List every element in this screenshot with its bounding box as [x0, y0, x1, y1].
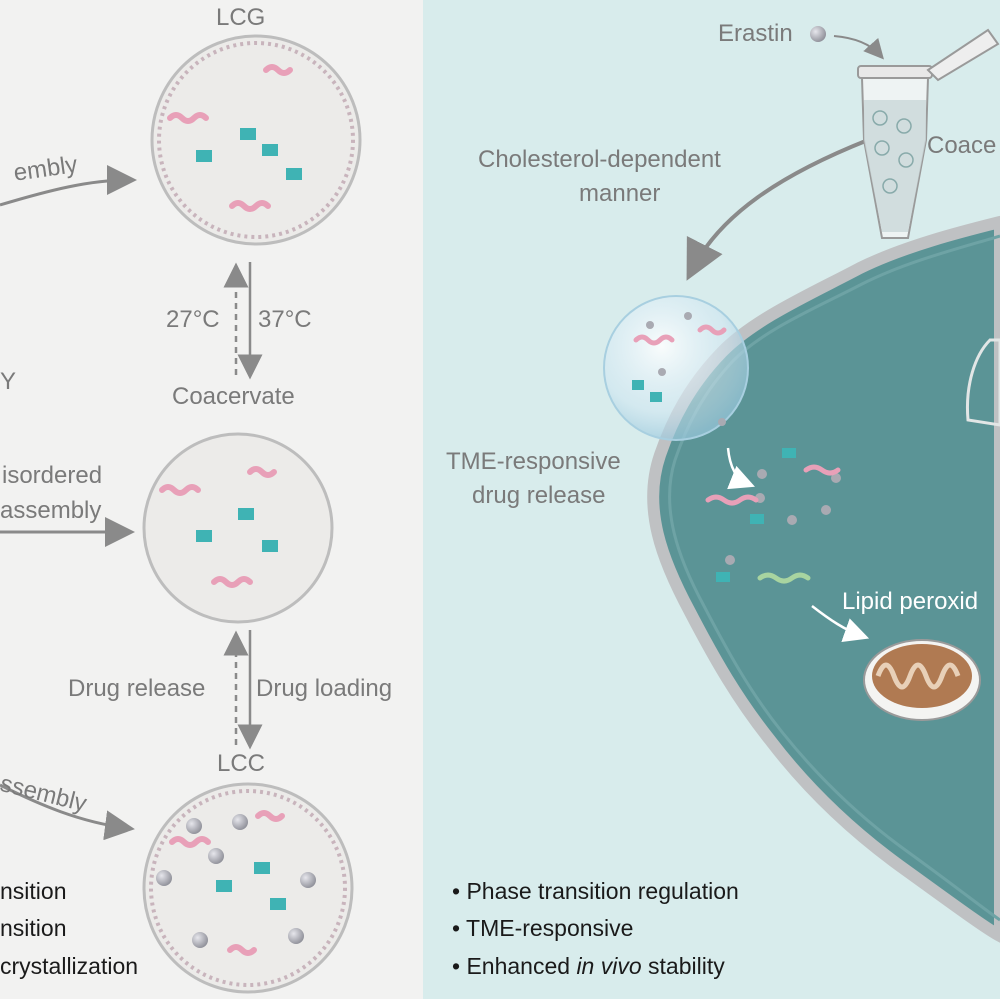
cholesterol-label-1: Cholesterol-dependent	[478, 146, 721, 173]
cholesterol-label-2: manner	[579, 180, 661, 207]
drug-release-label: Drug release	[68, 675, 206, 702]
state-lcg: LCG	[216, 4, 266, 31]
erastin-label: Erastin	[718, 20, 793, 47]
state-lcc: LCC	[217, 750, 266, 777]
label-y: Y	[0, 368, 17, 395]
assembly-arrow-bottom	[0, 783, 135, 841]
lipid-label: Lipid peroxid	[842, 588, 979, 615]
assembly-label-mid: assembly	[0, 497, 102, 524]
left-bullet-2: nsition	[0, 915, 67, 941]
assembly-arrow-top	[0, 165, 137, 207]
tube-label: Coace	[927, 132, 997, 159]
state-coacervate: Coacervate	[172, 383, 295, 410]
feature-3-em: in vivo	[576, 953, 642, 979]
feature-3-post: stability	[641, 953, 725, 979]
temp-37: 37°C	[258, 306, 312, 333]
lcg-particle	[150, 34, 362, 246]
tme-label-2: drug release	[472, 482, 606, 509]
feature-1: • Phase transition regulation	[452, 878, 739, 904]
released-payload	[705, 448, 841, 584]
drug-loading-label: Drug loading	[256, 675, 393, 702]
temp-27: 27°C	[166, 306, 220, 333]
coacervate-bubble	[603, 295, 749, 441]
erastin-arrow	[833, 35, 884, 60]
feature-2: • TME-responsive	[452, 915, 634, 941]
mitochondrion-icon	[863, 639, 981, 721]
tme-label-1: TME-responsive	[446, 448, 621, 475]
lcc-particle	[142, 782, 354, 994]
release-arrow	[726, 447, 755, 490]
lipid-arrow	[811, 605, 870, 642]
coacervate-particle	[142, 432, 334, 624]
feature-3-pre: • Enhanced	[452, 953, 577, 979]
left-bullet-3: crystallization	[0, 953, 139, 979]
left-bullet-1: nsition	[0, 878, 67, 904]
feature-3: • Enhanced in vivo stability	[452, 953, 725, 980]
disordered-label: isordered	[2, 462, 103, 489]
tube-icon	[857, 28, 1000, 239]
erastin-sphere	[810, 26, 826, 42]
cholesterol-arrow	[686, 138, 869, 281]
